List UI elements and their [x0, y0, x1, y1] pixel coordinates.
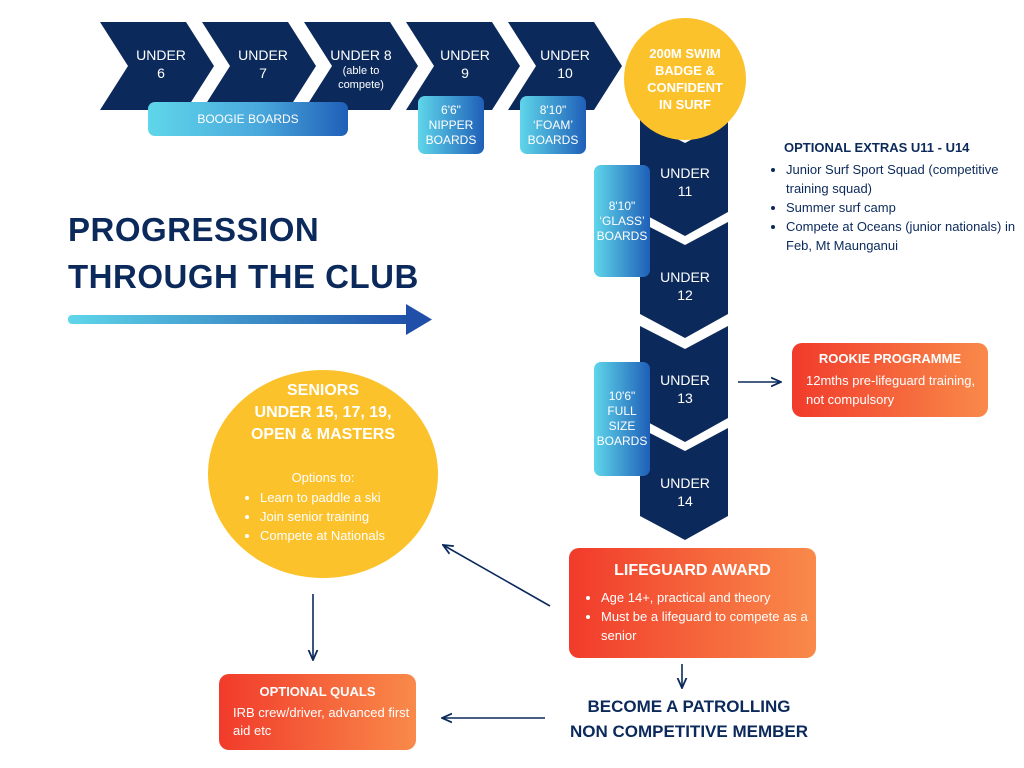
seniors-circle: SENIORS UNDER 15, 17, 19, OPEN & MASTERS…	[208, 370, 438, 578]
chevron-label-line: UNDER	[660, 475, 710, 491]
list-item: Age 14+, practical and theory	[601, 588, 821, 607]
chevron-label-under-12: UNDER 12	[642, 268, 728, 304]
seniors-options-label: Options to:	[291, 470, 355, 485]
foam-size: 8'10"	[539, 102, 567, 117]
chevron-label-number: 6	[157, 65, 165, 81]
chevron-label-under-9: UNDER 9	[422, 46, 508, 82]
foam-type: ‘FOAM’	[533, 117, 573, 132]
nipper-boards-word: BOARDS	[425, 132, 477, 147]
chevron-label-line: UNDER	[136, 47, 186, 63]
chevron-under-13	[640, 326, 728, 442]
chevron-label-number: 11	[677, 183, 693, 199]
chevron-label-number: 13	[677, 390, 693, 406]
nipper-type: NIPPER	[428, 117, 474, 132]
boogie-boards-pill: BOOGIE BOARDS	[148, 102, 348, 136]
title-line-2: THROUGH THE CLUB	[68, 258, 419, 295]
chevron-label-line: UNDER 8	[330, 47, 392, 63]
full-type: FULL	[607, 404, 637, 418]
quals-body: IRB crew/driver, advanced first aid etc	[233, 705, 410, 738]
chevron-label-number: 7	[259, 65, 267, 81]
title-arrow-head	[406, 304, 432, 335]
glass-size: 8'10"	[608, 198, 636, 213]
chevron-label-under-14: UNDER 14	[642, 474, 728, 510]
patrolling-line-2: NON COMPETITIVE MEMBER	[569, 722, 808, 741]
list-item: Learn to paddle a ski	[260, 488, 385, 507]
optional-quals-box: OPTIONAL QUALS IRB crew/driver, advanced…	[219, 674, 416, 750]
patrolling-line-1: BECOME A PATROLLING	[587, 697, 791, 716]
lifeguard-title: LIFEGUARD AWARD	[614, 562, 771, 579]
foam-boards-pill: 8'10" ‘FOAM’ BOARDS	[520, 96, 586, 154]
chevron-label-number: 12	[677, 287, 693, 303]
chevron-label-line: UNDER	[238, 47, 288, 63]
title-arrow-shaft	[68, 315, 412, 324]
chevron-label-under-10: UNDER 10	[522, 46, 608, 82]
chevron-label-under-8: UNDER 8 (able to compete)	[318, 46, 404, 92]
chevron-under-10	[508, 22, 622, 110]
chevron-label-number: 9	[461, 65, 469, 81]
chevron-under-11	[640, 120, 728, 236]
foam-boards-word: BOARDS	[527, 132, 579, 147]
full-size: 10'6"	[608, 389, 636, 403]
page-title: PROGRESSION THROUGH THE CLUB	[68, 206, 419, 300]
swim-badge-line: IN SURF	[659, 97, 711, 112]
seniors-heading-line: OPEN & MASTERS	[250, 426, 395, 443]
chevron-under-14	[640, 428, 728, 540]
chevron-label-number: 14	[677, 493, 693, 509]
chevron-label-sub: (able to compete)	[338, 65, 384, 91]
list-item: Join senior training	[260, 507, 385, 526]
chevron-label-line: UNDER	[660, 372, 710, 388]
chevron-label-number: 10	[557, 65, 573, 81]
boogie-boards-label: BOOGIE BOARDS	[197, 111, 299, 126]
seniors-heading-line: UNDER 15, 17, 19,	[254, 404, 392, 421]
chevron-label-under-13: UNDER 13	[642, 371, 728, 407]
chevron-under-9	[406, 22, 520, 110]
chevron-under-12	[640, 222, 728, 338]
chevron-under-6	[100, 22, 214, 110]
lifeguard-award-box: LIFEGUARD AWARD Age 14+, practical and t…	[569, 548, 816, 658]
chevron-label-under-7: UNDER 7	[220, 46, 306, 82]
list-item: Must be a lifeguard to compete as a seni…	[601, 607, 821, 645]
patrolling-member-text: BECOME A PATROLLING NON COMPETITIVE MEMB…	[556, 694, 822, 744]
rookie-programme-box: ROOKIE PROGRAMME 12mths pre-lifeguard tr…	[792, 343, 988, 417]
full-size-word: SIZE	[608, 419, 636, 433]
full-size-boards-pill: 10'6" FULL SIZE BOARDS	[594, 362, 650, 476]
swim-badge-line: 200M SWIM	[649, 46, 721, 61]
swim-badge-line: BADGE &	[655, 63, 715, 78]
glass-boards-pill: 8'10" ‘GLASS’ BOARDS	[594, 165, 650, 277]
seniors-heading-line: SENIORS	[286, 382, 359, 399]
chevron-under-7	[202, 22, 316, 110]
seniors-heading: SENIORS UNDER 15, 17, 19, OPEN & MASTERS	[208, 380, 438, 446]
list-item: Junior Surf Sport Squad (competitive tra…	[786, 160, 1018, 198]
optional-extras-list: Junior Surf Sport Squad (competitive tra…	[768, 160, 1018, 255]
list-item: Compete at Oceans (junior nationals) in …	[786, 217, 1018, 255]
quals-title: OPTIONAL QUALS	[259, 684, 376, 699]
optional-extras-title: OPTIONAL EXTRAS U11 - U14	[784, 140, 970, 155]
glass-type: ‘GLASS’	[599, 213, 645, 228]
lifeguard-list: Age 14+, practical and theory Must be a …	[583, 588, 821, 645]
title-line-1: PROGRESSION	[68, 211, 320, 248]
arrow-lifeguard-to-seniors	[443, 545, 551, 607]
chevron-label-under-11: UNDER 11	[642, 164, 728, 200]
chevron-label-line: UNDER	[440, 47, 490, 63]
nipper-size: 6'6"	[441, 102, 461, 117]
swim-badge-circle: 200M SWIM BADGE & CONFIDENT IN SURF	[624, 18, 746, 140]
seniors-options-list: Learn to paddle a ski Join senior traini…	[242, 488, 385, 545]
glass-boards-word: BOARDS	[596, 228, 648, 243]
nipper-boards-pill: 6'6" NIPPER BOARDS	[418, 96, 484, 154]
chevron-label-line: UNDER	[660, 269, 710, 285]
full-boards-word: BOARDS	[596, 434, 648, 448]
chevron-label-line: UNDER	[660, 165, 710, 181]
chevron-under-8	[304, 22, 418, 110]
rookie-body: 12mths pre-lifeguard training, not compu…	[806, 373, 976, 407]
rookie-title: ROOKIE PROGRAMME	[818, 351, 962, 366]
chevron-label-under-6: UNDER 6	[118, 46, 204, 82]
list-item: Compete at Nationals	[260, 526, 385, 545]
swim-badge-line: CONFIDENT	[647, 80, 723, 95]
list-item: Summer surf camp	[786, 198, 1018, 217]
chevron-label-line: UNDER	[540, 47, 590, 63]
